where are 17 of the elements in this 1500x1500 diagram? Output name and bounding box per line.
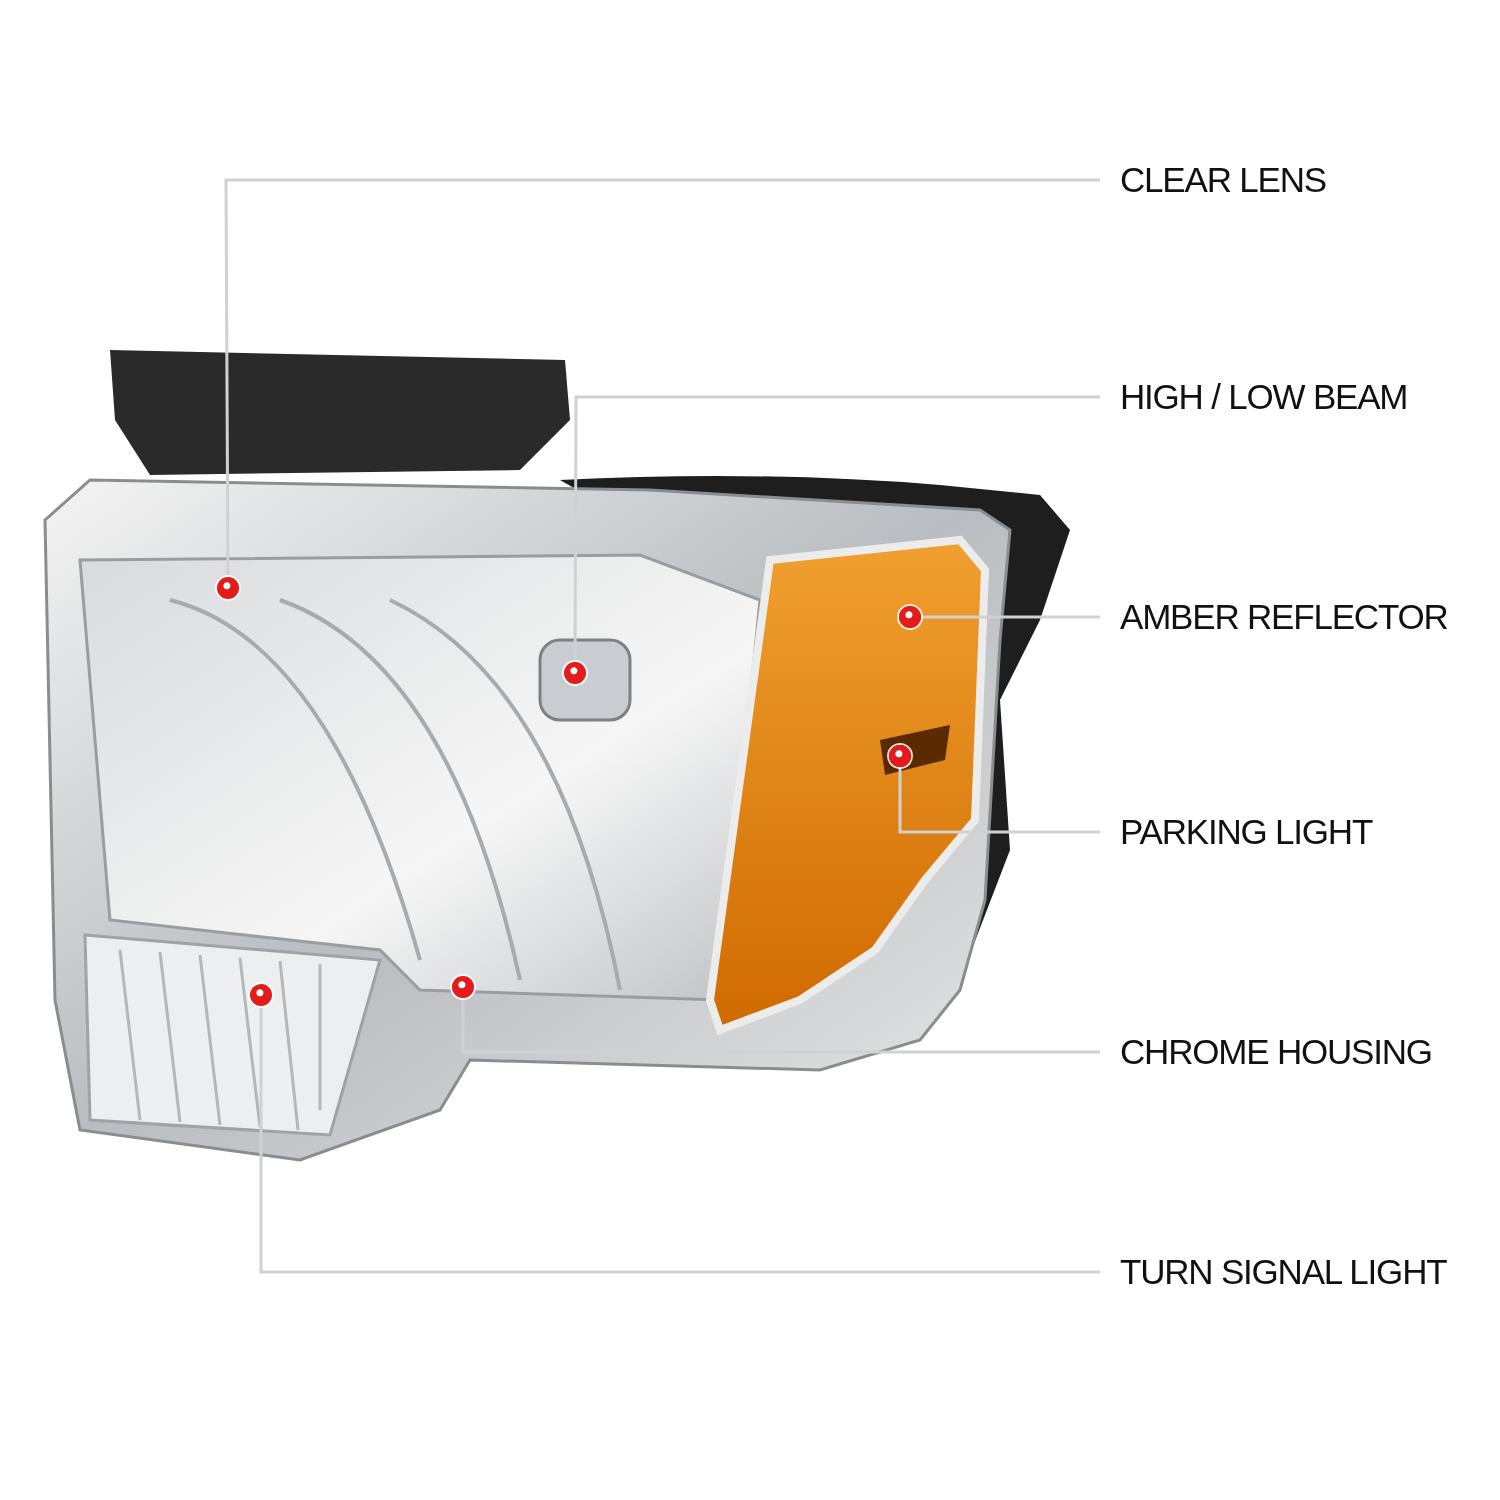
leader-line xyxy=(573,395,1100,661)
callout-label: AMBER REFLECTOR xyxy=(1100,595,1448,639)
leader-line xyxy=(922,615,1100,619)
callout-dot xyxy=(452,976,474,998)
callout-label: CLEAR LENS xyxy=(1100,158,1326,202)
callout-dot xyxy=(250,984,272,1006)
callout-dot xyxy=(564,662,586,684)
callout-dot xyxy=(899,606,921,628)
callout-label: HIGH / LOW BEAM xyxy=(1100,375,1408,419)
callout-dot xyxy=(889,745,911,767)
leader-line xyxy=(224,178,1100,576)
leader-line xyxy=(461,999,1100,1054)
callout-label: CHROME HOUSING xyxy=(1100,1030,1432,1074)
callout-label: TURN SIGNAL LIGHT xyxy=(1100,1250,1447,1294)
callout-label: PARKING LIGHT xyxy=(1100,810,1373,854)
callout-dot xyxy=(217,577,239,599)
leader-line xyxy=(259,1007,1100,1274)
